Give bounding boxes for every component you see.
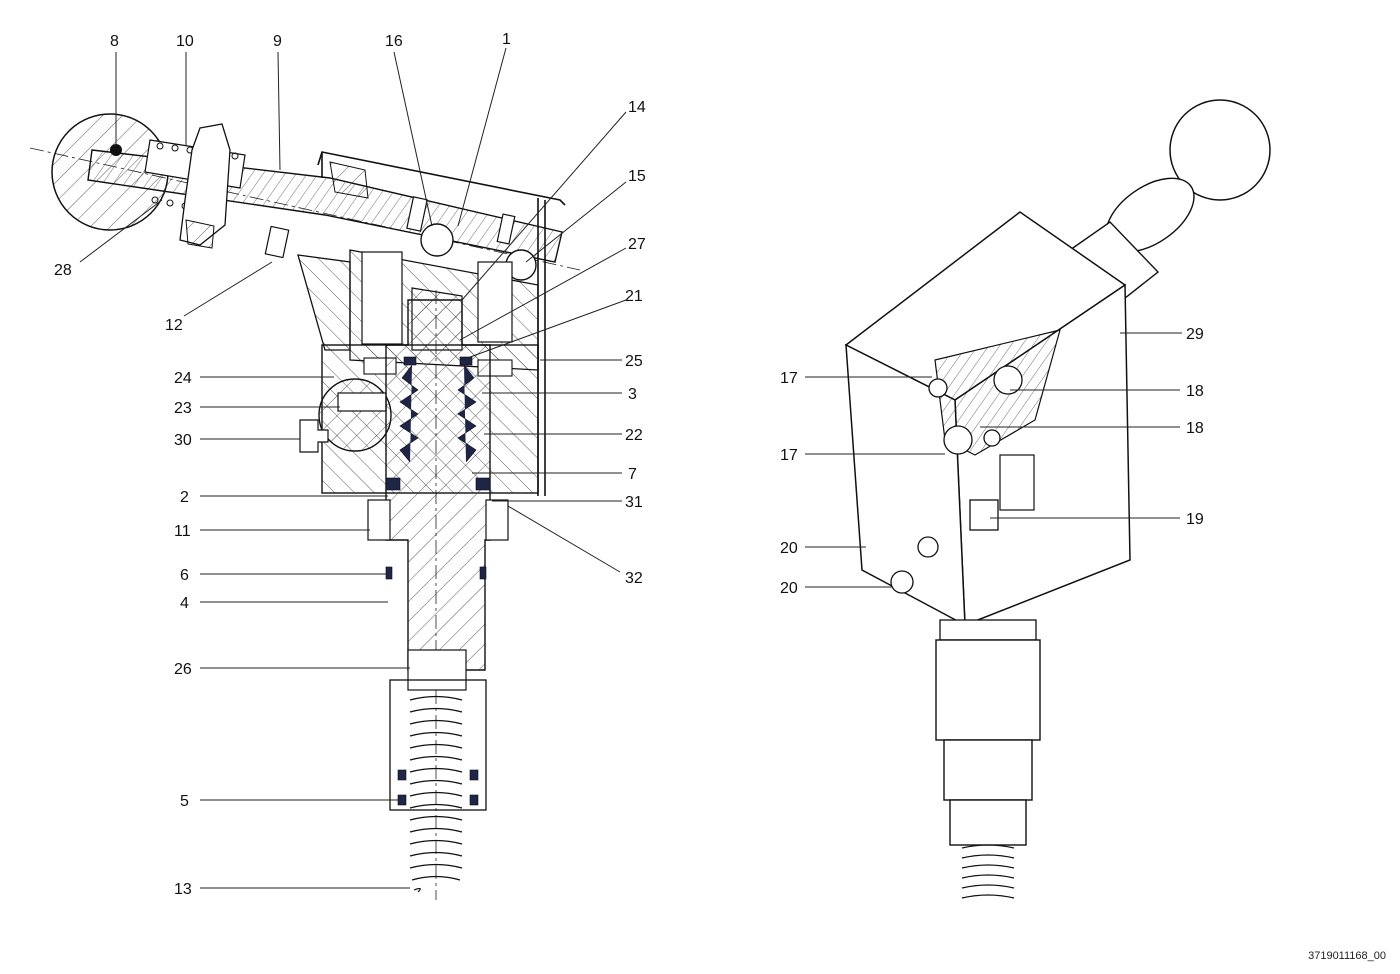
callout-15: 15	[628, 168, 646, 185]
callout-11: 11	[174, 523, 191, 540]
callout-12: 12	[165, 317, 183, 334]
bolt-18a	[993, 365, 1023, 395]
callout-24: 24	[174, 370, 192, 387]
callout-7: 7	[628, 466, 637, 483]
callouts-left: 8 10 9 16 1 14 15 27 21 25 3 22 7 31 32 …	[54, 31, 646, 898]
pin-16	[420, 223, 454, 257]
callout-6: 6	[180, 567, 189, 584]
screw-19	[969, 499, 999, 531]
callout-1: 1	[502, 31, 511, 48]
callout-8: 8	[110, 33, 119, 50]
spring-5	[389, 649, 487, 893]
callout-30: 30	[174, 432, 192, 449]
callout-2: 2	[180, 489, 189, 506]
callout-32: 32	[625, 570, 643, 587]
leader-lines-right	[805, 332, 1182, 588]
exterior-view: 29 17 18 18 17 19 20 20	[780, 99, 1271, 899]
screw-20a	[917, 536, 939, 558]
bolt-17b	[943, 425, 973, 455]
callout-29: 29	[1186, 326, 1204, 343]
bolt-17a	[928, 378, 948, 398]
callout-4: 4	[180, 595, 189, 612]
callout-19: 19	[1186, 511, 1204, 528]
callout-14: 14	[628, 99, 646, 116]
screw-20b	[890, 570, 914, 594]
callout-17-bottom: 17	[780, 447, 798, 464]
ball-24	[318, 378, 392, 452]
callout-3: 3	[628, 386, 637, 403]
document-id: 3719011168_00	[1308, 950, 1386, 962]
callout-16: 16	[385, 33, 403, 50]
knob	[1169, 99, 1271, 201]
callout-17-top: 17	[780, 370, 798, 387]
callout-31: 31	[625, 494, 643, 511]
screw-30	[299, 419, 329, 453]
plunger-stem	[367, 290, 509, 900]
callout-21: 21	[625, 288, 643, 305]
callout-18-bottom: 18	[1186, 420, 1204, 437]
callout-25: 25	[625, 353, 643, 370]
callout-9: 9	[273, 33, 282, 50]
lower-cylinder	[935, 619, 1041, 899]
plunger-23	[337, 392, 387, 412]
section-view: 8 10 9 16 1 14 15 27 21 25 3 22 7 31 32 …	[29, 31, 646, 900]
callout-26: 26	[174, 661, 192, 678]
callout-18-top: 18	[1186, 383, 1204, 400]
leader-lines-left	[79, 47, 627, 889]
callout-23: 23	[174, 400, 192, 417]
callout-20-bottom: 20	[780, 580, 798, 597]
housing-cutaway	[934, 329, 1061, 456]
callout-20-top: 20	[780, 540, 798, 557]
screw-12	[264, 196, 516, 259]
callout-10: 10	[176, 33, 194, 50]
callouts-right: 29 17 18 18 17 19 20 20	[780, 326, 1204, 597]
callout-5: 5	[180, 793, 189, 810]
housing-cover	[317, 151, 566, 496]
callout-13: 13	[174, 881, 192, 898]
callout-28: 28	[54, 262, 72, 279]
callout-27: 27	[628, 236, 646, 253]
callout-22: 22	[625, 427, 643, 444]
bolt-18b	[983, 429, 1001, 447]
